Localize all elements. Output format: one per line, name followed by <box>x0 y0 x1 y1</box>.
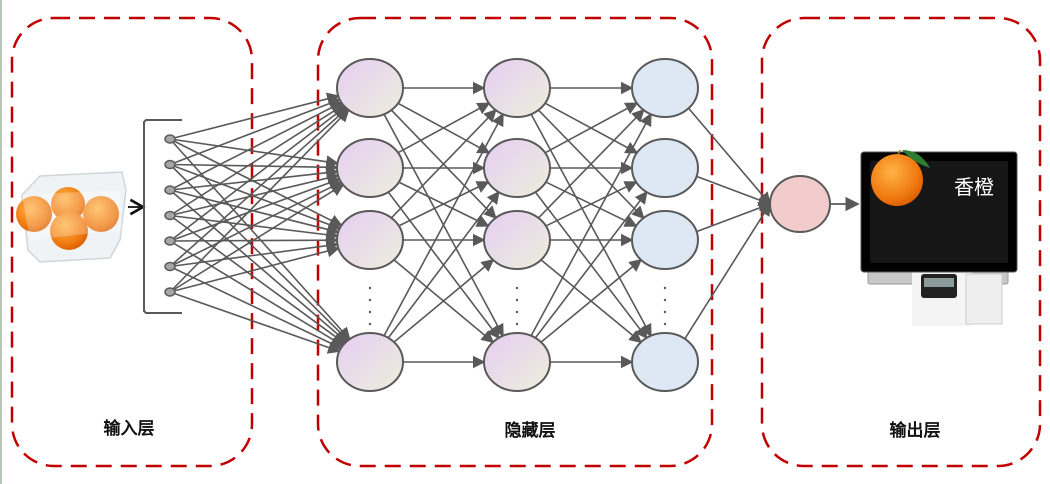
input-to-hidden-edge <box>169 107 349 268</box>
hidden-to-hidden-edge <box>545 181 638 227</box>
input-to-hidden-edge <box>169 214 346 345</box>
input-layer-label: 输入层 <box>104 418 155 439</box>
input-to-hidden-edge <box>169 138 340 169</box>
output-layer-box <box>760 16 1042 468</box>
hidden-node <box>483 210 551 270</box>
hidden-to-hidden-edge <box>544 102 639 154</box>
hidden-node <box>336 332 404 392</box>
input-node <box>164 210 176 221</box>
output-node <box>769 175 831 233</box>
input-node <box>164 134 176 144</box>
hidden-node <box>336 210 404 270</box>
hidden-to-hidden-edge <box>540 258 643 343</box>
input-to-hidden-edge <box>169 240 345 347</box>
input-bracket <box>143 119 182 314</box>
input-to-hidden-edge <box>169 97 342 166</box>
input-to-hidden-edge <box>169 181 343 268</box>
input-node <box>164 287 176 297</box>
hidden-node <box>336 138 404 198</box>
input-to-hidden-edge <box>169 163 350 342</box>
hidden-node <box>483 58 551 118</box>
hidden-to-output-edge <box>696 175 772 207</box>
hidden-node <box>483 332 551 392</box>
output-layer-label: 输出层 <box>890 420 941 441</box>
hidden-node <box>631 58 699 118</box>
hidden-to-output-edge <box>696 201 772 233</box>
input-to-hidden-edge <box>169 101 343 191</box>
hidden-node <box>336 58 404 118</box>
input-to-hidden-edge <box>169 106 347 242</box>
input-to-hidden-edge <box>169 108 350 293</box>
hidden-to-hidden-edge <box>534 190 648 339</box>
hidden-node <box>631 138 699 198</box>
connections <box>169 81 772 369</box>
input-to-hidden-edge <box>169 104 345 217</box>
input-to-hidden-edge <box>169 189 348 343</box>
hidden-to-output-edge <box>684 202 771 340</box>
input-to-hidden-edge <box>169 166 339 191</box>
input-to-hidden-edge <box>169 265 343 350</box>
hidden-layer-label: 隐藏层 <box>505 420 556 441</box>
output-result-text: 香橙 <box>954 175 994 199</box>
input-to-hidden-edge <box>169 138 351 341</box>
hidden-to-hidden-edge <box>390 108 497 219</box>
oranges-in-plastic-box-icon <box>16 171 127 263</box>
hidden-to-hidden-edge <box>530 112 652 337</box>
hidden-node <box>483 138 551 198</box>
ellipsis-dots <box>368 286 667 326</box>
input-to-hidden-edge <box>169 160 339 174</box>
hidden-to-hidden-edge <box>383 112 504 337</box>
input-to-hidden-edge <box>169 171 340 217</box>
hidden-to-output-edge <box>687 107 772 206</box>
hidden-to-hidden-edge <box>387 190 500 339</box>
pos-scale-terminal-icon: 香橙 <box>860 149 1018 326</box>
input-to-hidden-edge <box>169 176 342 242</box>
input-to-hidden-edge <box>169 92 340 140</box>
input-node <box>164 185 176 195</box>
input-to-hidden-edge <box>169 183 345 293</box>
hidden-to-hidden-edge <box>393 258 495 343</box>
input-to-hidden-edge <box>169 244 340 293</box>
hidden-node <box>631 332 699 392</box>
hidden-node <box>631 210 699 270</box>
hidden-to-hidden-edge <box>398 181 490 227</box>
orange-icon <box>871 154 923 206</box>
hidden-to-hidden-edge <box>537 108 645 219</box>
hidden-to-hidden-edge <box>397 102 491 154</box>
hidden-layer-box <box>316 16 714 468</box>
input-node <box>164 261 176 272</box>
input-to-hidden-edge <box>169 291 341 354</box>
input-node <box>164 236 176 246</box>
input-node <box>164 159 176 170</box>
